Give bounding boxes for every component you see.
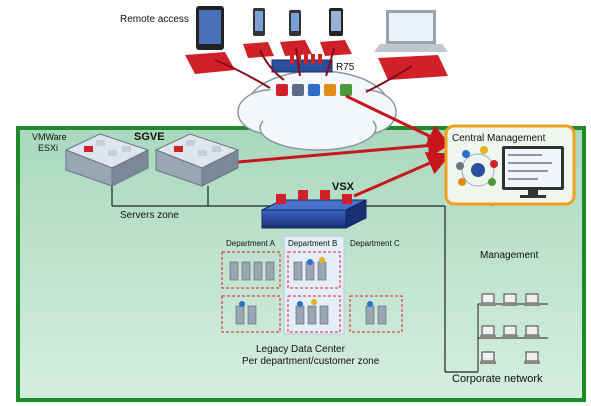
management-label: Management	[480, 250, 539, 261]
remote-links	[214, 47, 413, 93]
legacy-dc-line2: Per department/customer zone	[242, 356, 380, 367]
r75-label: R75	[336, 62, 355, 73]
computer-icon	[480, 293, 540, 364]
legacy-dc-line1: Legacy Data Center	[256, 344, 346, 355]
vsx-gateway-icon	[261, 190, 367, 229]
blade-icons	[276, 84, 352, 96]
r75-gateway-icon	[271, 54, 333, 73]
department-c-label: Department C	[350, 239, 400, 248]
esxi-label: ESXi	[38, 143, 58, 153]
cloud-icon	[237, 70, 397, 151]
vsx-label: VSX	[332, 181, 355, 193]
tablet-icon	[185, 6, 235, 74]
department-a-label: Department A	[226, 239, 276, 248]
server-icon	[229, 261, 387, 325]
laptop-icon	[374, 10, 448, 80]
smartphone-icon	[320, 8, 352, 56]
central-management-label: Central Management	[452, 133, 546, 144]
management-icons	[456, 146, 498, 187]
smartphone-icon	[243, 8, 274, 58]
server-icon	[64, 133, 150, 187]
department-zones	[221, 251, 403, 333]
monitor-icon	[502, 146, 564, 198]
vmware-label: VMWare	[32, 132, 67, 142]
server-icon	[154, 133, 240, 187]
servers-zone-label: Servers zone	[120, 210, 179, 221]
status-dots	[239, 257, 373, 307]
department-b-label: Department B	[288, 239, 337, 248]
arrow-sgve-to-mgmt	[237, 133, 452, 164]
remote-access-label: Remote access	[120, 14, 189, 25]
smartphone-icon	[280, 10, 312, 56]
arrow-vsx-to-mgmt	[353, 152, 452, 198]
corporate-network-label: Corporate network	[452, 373, 543, 385]
sgve-label: SGVE	[134, 131, 165, 143]
